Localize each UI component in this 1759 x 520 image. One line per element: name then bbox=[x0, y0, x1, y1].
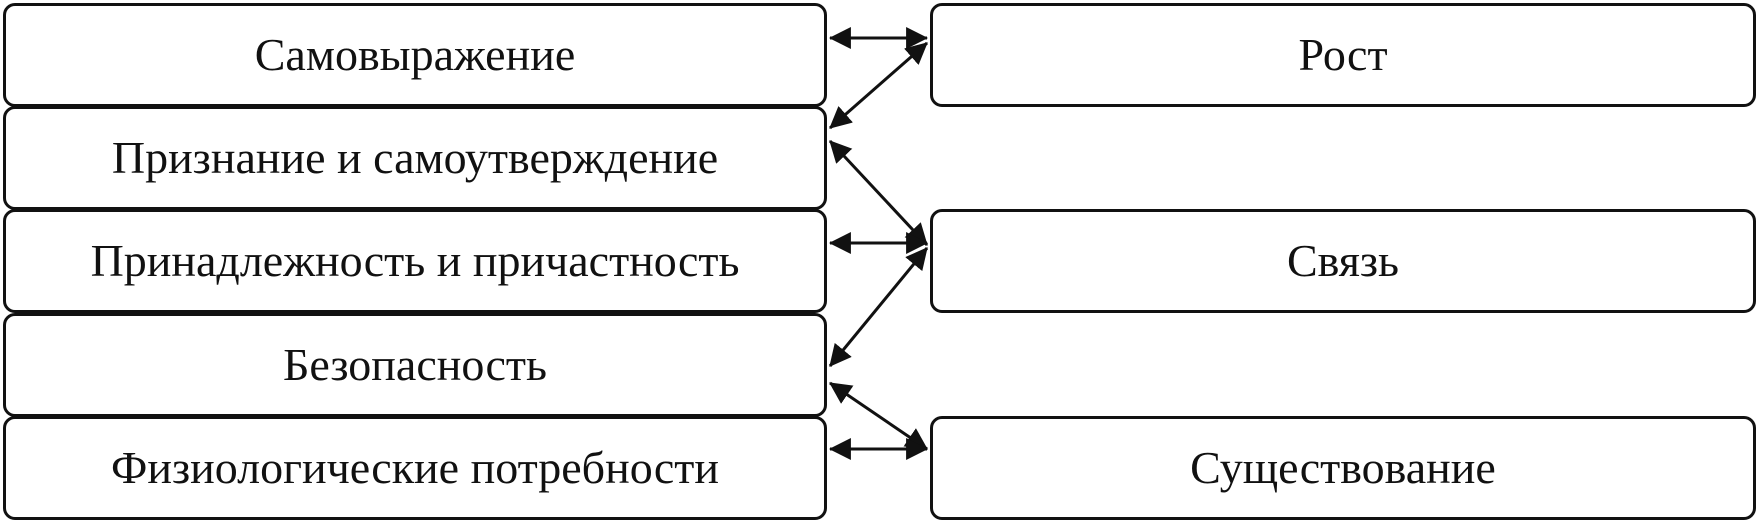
left-box-label: Самовыражение bbox=[254, 29, 576, 80]
right-box-existence: Существование bbox=[930, 416, 1756, 520]
arrow-safety-existence bbox=[829, 381, 928, 451]
arrow-recognition-relatedness bbox=[828, 139, 929, 247]
right-box-label: Существование bbox=[1190, 442, 1496, 493]
right-box-relatedness: Связь bbox=[930, 209, 1756, 313]
left-box-label: Признание и самоутверждение bbox=[111, 132, 719, 183]
left-box-belonging: Принадлежность и причастность bbox=[3, 209, 827, 313]
left-box-label: Безопасность bbox=[282, 339, 547, 390]
left-box-physiological: Физиологические потребности bbox=[3, 416, 827, 520]
left-box-recognition: Признание и самоутверждение bbox=[3, 106, 827, 210]
right-box-growth: Рост bbox=[930, 3, 1756, 107]
arrow-recognition-growth bbox=[829, 41, 928, 130]
left-box-label: Физиологические потребности bbox=[111, 442, 719, 493]
left-box-label: Принадлежность и причастность bbox=[90, 235, 740, 286]
left-box-safety: Безопасность bbox=[3, 313, 827, 417]
right-box-label: Рост bbox=[1298, 29, 1388, 80]
arrow-safety-relatedness bbox=[828, 247, 929, 367]
right-box-label: Связь bbox=[1286, 235, 1400, 286]
left-box-self-expression: Самовыражение bbox=[3, 3, 827, 107]
